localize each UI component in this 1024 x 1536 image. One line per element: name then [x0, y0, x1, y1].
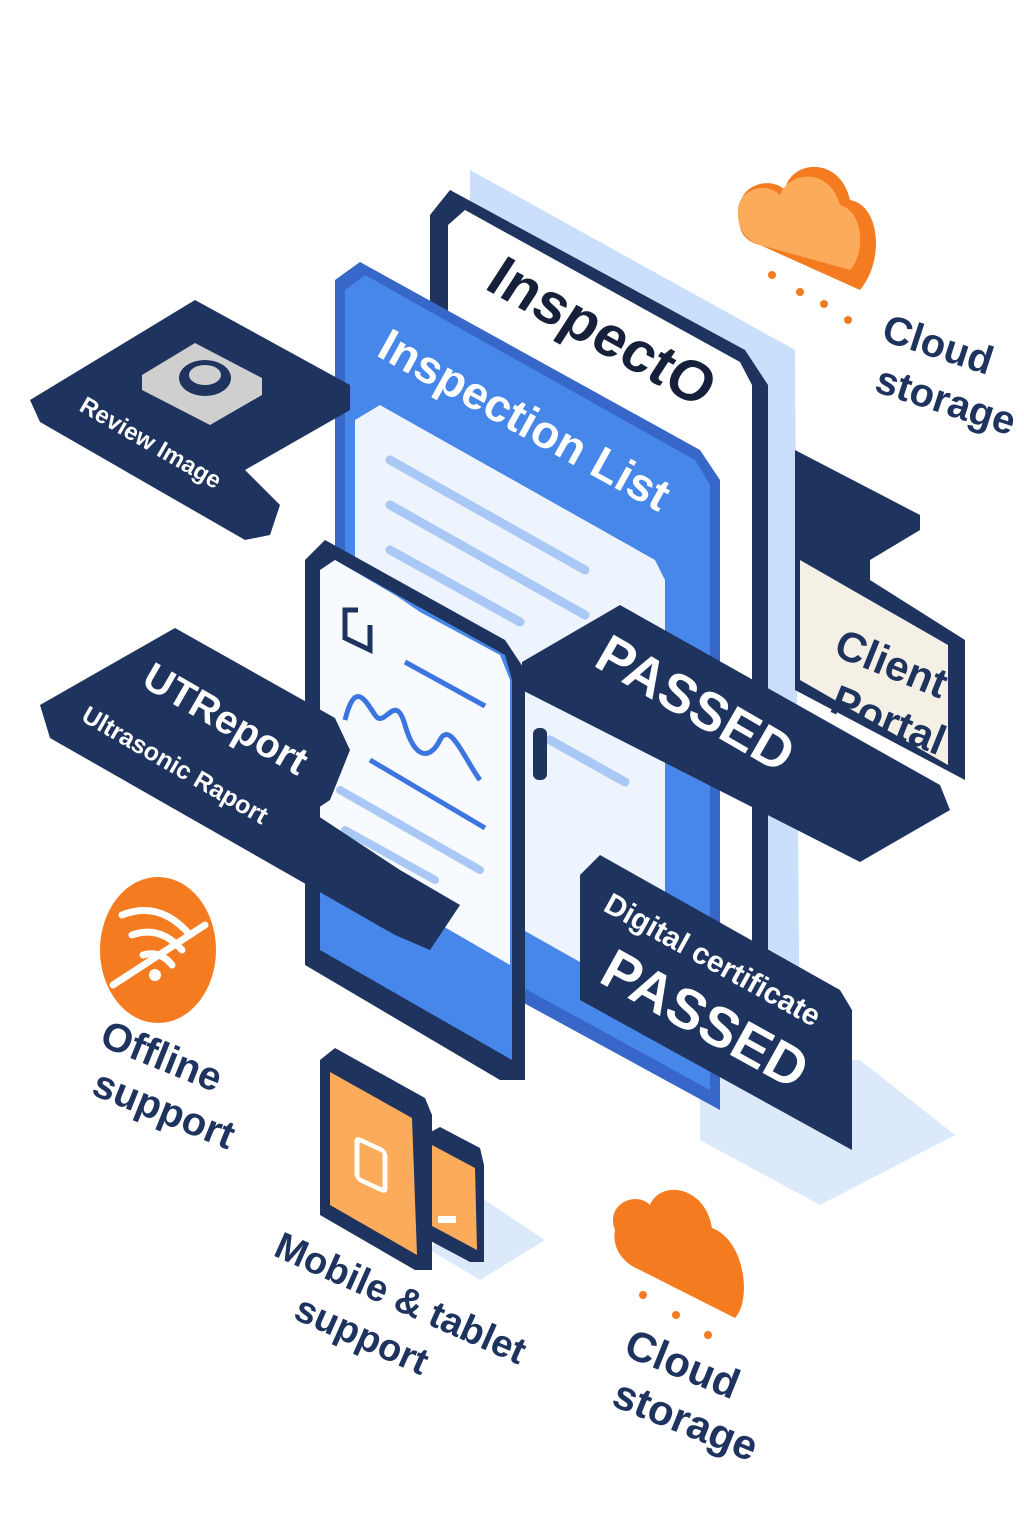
- camera-icon: [142, 343, 262, 425]
- client-portal-card: Client Portal: [795, 450, 965, 780]
- side-button: [533, 728, 547, 780]
- cloud-icon-bottom: [613, 1189, 744, 1339]
- list-lines: [385, 455, 630, 787]
- waveform-icon: [342, 694, 483, 782]
- cloud-icon: [737, 166, 877, 324]
- bracket-icon: [342, 607, 373, 654]
- wifi-off-icon: [100, 877, 216, 1023]
- ut-phone[interactable]: [305, 540, 547, 1080]
- devices-icon: [320, 1048, 484, 1270]
- review-image-label[interactable]: Review Image: [30, 300, 350, 540]
